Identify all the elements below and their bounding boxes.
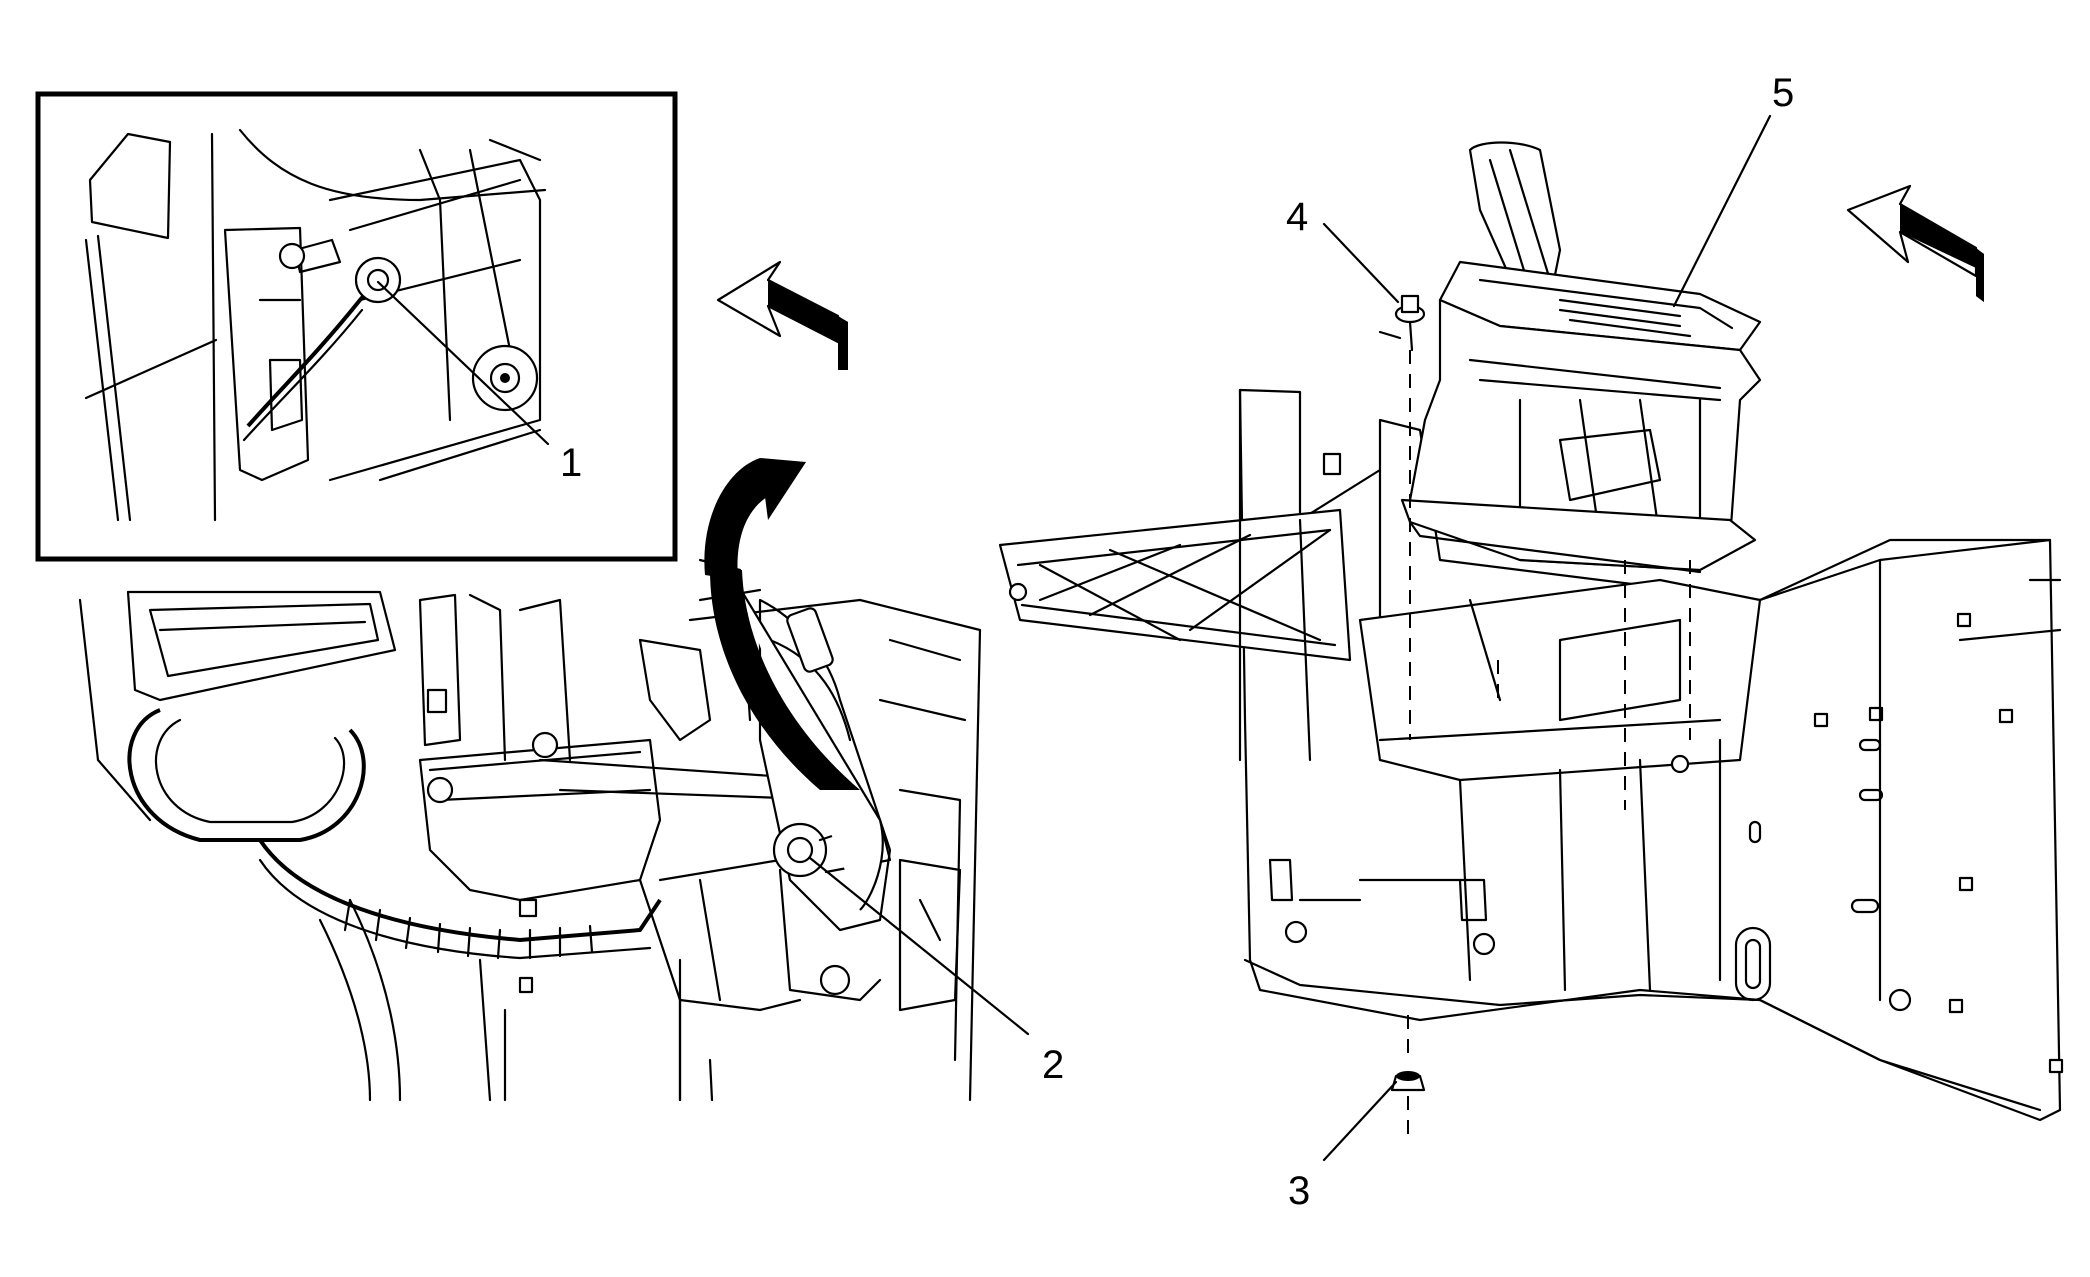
callout-5: 5	[1772, 71, 1794, 115]
rotate-upward-arrow-icon	[704, 458, 884, 911]
forward-direction-arrow-icon	[716, 260, 848, 370]
callout-4: 4	[1286, 195, 1308, 239]
bolt-4	[1378, 294, 1426, 740]
leader-line-2	[808, 856, 1030, 1036]
panel-slots	[1284, 612, 2064, 1074]
leader-line-5	[1672, 114, 1772, 308]
callout-3: 3	[1288, 1169, 1310, 1213]
leader-lines	[376, 114, 1772, 1162]
leader-line-3	[1322, 1080, 1398, 1162]
callout-2: 2	[1042, 1043, 1064, 1087]
leader-line-4	[1322, 222, 1400, 304]
shift-control-assembly	[1400, 141, 1762, 574]
callout-1: 1	[560, 441, 582, 485]
forward-direction-arrow-icon	[1846, 184, 1984, 302]
detail-inset	[35, 91, 678, 562]
right-main-view	[998, 388, 2064, 1122]
harness-ties	[343, 898, 594, 960]
nut-3	[1390, 1015, 1426, 1140]
leader-line-1	[376, 280, 550, 446]
